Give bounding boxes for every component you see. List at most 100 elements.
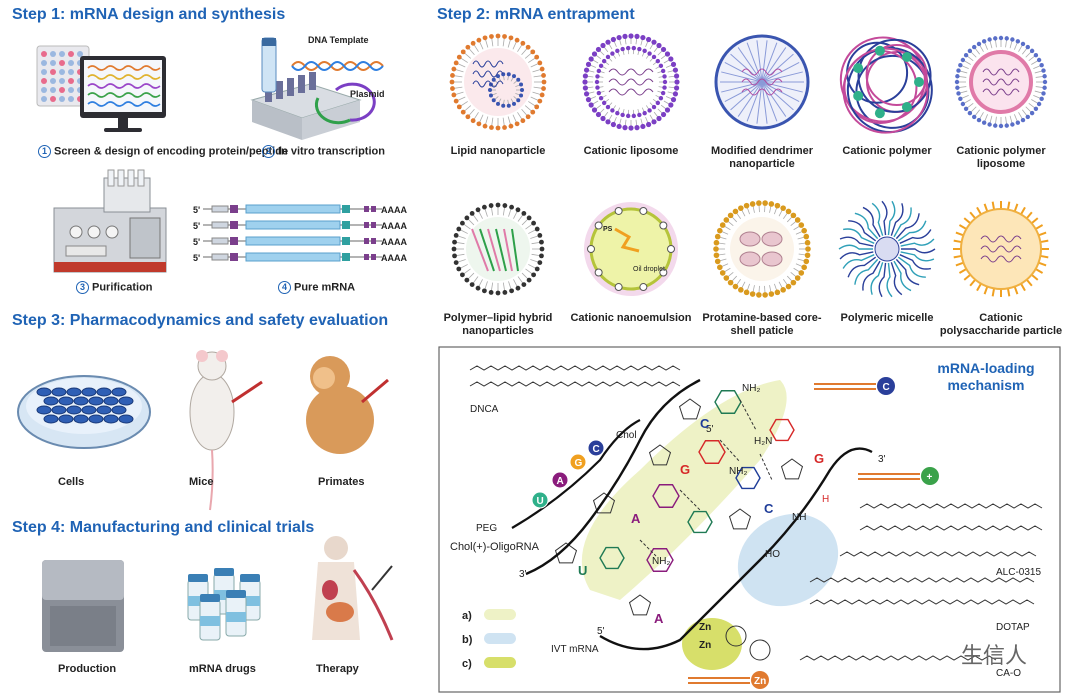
lipid-head [488, 88, 492, 92]
well [41, 60, 47, 66]
lipid-head [1036, 101, 1042, 107]
lipid-head [460, 49, 466, 55]
well [50, 69, 56, 75]
well [41, 69, 47, 75]
lipid-head [598, 95, 604, 101]
lipid-head [502, 125, 507, 130]
lipid-head [756, 292, 762, 298]
five-prime-label-1: 5' [706, 424, 714, 435]
lipid-head [804, 239, 811, 246]
lipid-head [647, 108, 652, 113]
mrna-coil [608, 68, 654, 76]
vial-cap [200, 594, 220, 602]
lipid-head [495, 290, 501, 296]
syringe [361, 378, 389, 404]
lipid-head [660, 111, 667, 118]
watermark: 生信人 [961, 644, 1028, 669]
lipid-head [723, 275, 730, 281]
ps-text: PS [603, 226, 613, 233]
cationic-liposome [582, 33, 680, 131]
dendrimer-branch [721, 71, 763, 83]
micelle-arm [890, 203, 904, 236]
lipid-head [972, 44, 977, 50]
well [41, 96, 47, 102]
lipid-head [516, 77, 521, 82]
well [68, 87, 74, 93]
poly-a-text: AAAA [381, 237, 407, 247]
micelle-arm [839, 251, 874, 260]
base-letter: G [680, 462, 691, 477]
micelle-arm [848, 220, 877, 242]
step1-item-4-label: Pure mRNA [294, 281, 356, 294]
lipid-head [1010, 122, 1015, 127]
lipid-head [451, 246, 457, 252]
mouse-ear [216, 350, 228, 362]
nucleotide-bead [551, 471, 569, 489]
lipid-head [616, 123, 622, 130]
vial-label [240, 596, 260, 606]
coding-segment [245, 236, 341, 246]
cell [66, 405, 82, 415]
ribose-ring [780, 458, 804, 480]
lipid-head [530, 109, 536, 115]
lipid-head [519, 82, 524, 87]
nanoparticle-label: Lipid nanoparticle [450, 145, 546, 157]
hybrid-strand [511, 228, 519, 272]
lipid-head [719, 222, 726, 228]
base-ring [687, 510, 713, 534]
lipid-head [670, 61, 677, 67]
lipid-head [610, 51, 615, 56]
step-number-badge: 4 [278, 281, 291, 294]
lipid-head [622, 125, 628, 131]
micelle-core [874, 236, 900, 262]
lipid-head [594, 79, 600, 85]
mrna-coil [982, 68, 1020, 76]
lipid-head [637, 46, 642, 52]
vial-cap [240, 574, 260, 582]
body-head [324, 536, 348, 560]
ribose-ring [678, 398, 702, 420]
highlight-c [682, 618, 742, 670]
polysaccharide-fringe [991, 201, 996, 210]
polysaccharide-fringe [969, 278, 977, 287]
lipid-head [512, 74, 516, 79]
lipid-head [774, 202, 781, 209]
micelle-arm [842, 254, 875, 269]
lipid-head [591, 107, 598, 113]
lipid-head [539, 66, 545, 72]
well [59, 96, 65, 102]
lipid-head [495, 33, 501, 39]
lipid-head [531, 272, 536, 278]
lipid-head [967, 110, 973, 116]
polysaccharide-fringe [1040, 239, 1049, 244]
lipid-head [1020, 41, 1026, 47]
lipid-head [526, 277, 532, 283]
well [59, 87, 65, 93]
lipid-head [801, 227, 807, 234]
surfactant [614, 283, 623, 292]
lipid-head [537, 233, 543, 238]
lipid-head [451, 66, 457, 72]
cap-segment [230, 221, 238, 229]
polysaccharide-fringe [1020, 283, 1026, 292]
five-prime-text: 5' [193, 253, 200, 263]
helix-strand [87, 74, 161, 80]
lipid-head [717, 264, 723, 271]
dotap-label: DOTAP [996, 622, 1030, 633]
micelle-arm [900, 251, 935, 262]
polymer-node [874, 45, 885, 56]
lipid-head [456, 266, 462, 272]
utr3-segment [342, 237, 350, 245]
lipid-head [713, 246, 719, 252]
dendrimer-branch [761, 81, 800, 102]
vial-cap [214, 568, 234, 576]
polysaccharide-fringe [983, 286, 989, 295]
dendrimer-branch [761, 81, 778, 122]
lipid-head [998, 35, 1004, 41]
lipid-head [656, 115, 662, 122]
cell [73, 396, 89, 406]
dendrimer-branch [761, 40, 768, 83]
alc-0315-label: ALC-0315 [996, 567, 1042, 578]
lipid-head [464, 277, 470, 283]
dendrimer-branch [730, 81, 763, 111]
